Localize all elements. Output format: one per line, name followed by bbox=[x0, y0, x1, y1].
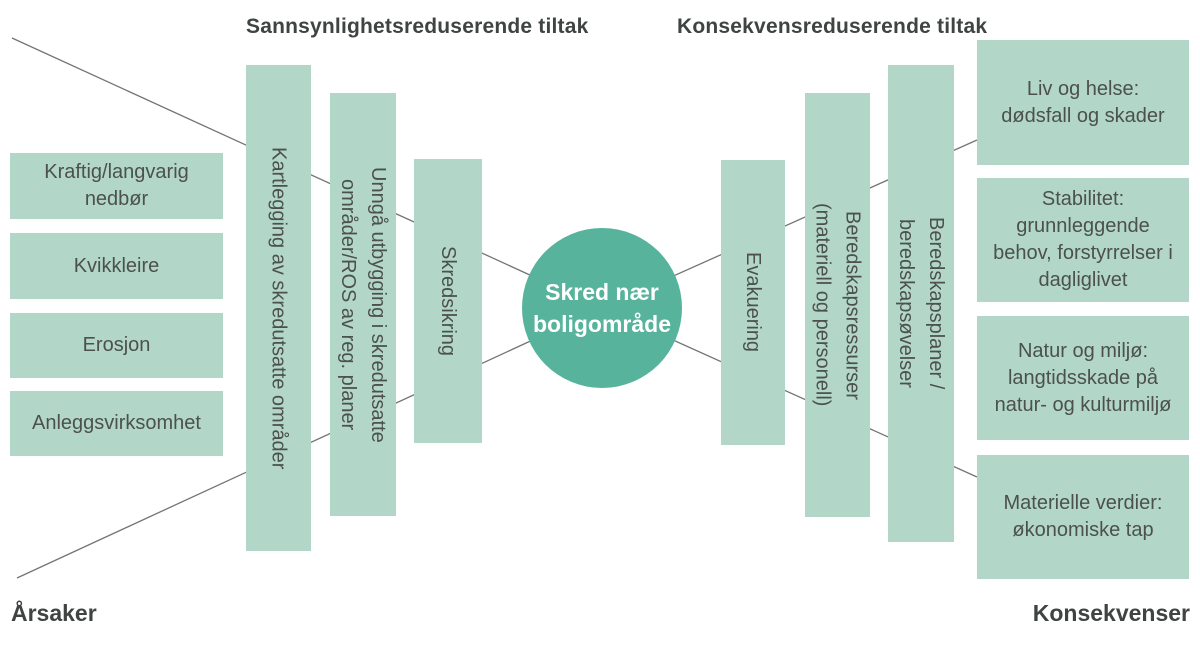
consequence-measures-header: Konsekvensreduserende tiltak bbox=[677, 15, 988, 38]
cause-label-line: nedbør bbox=[84, 188, 149, 210]
vertical-label: Unngå utbygging i skredutsatte områder/R… bbox=[333, 167, 393, 443]
probability-measure-bar-landslide-protection: Skredsikring bbox=[414, 159, 482, 443]
measure-label-line: Evakuering bbox=[742, 252, 764, 353]
consequence-label-line: dødsfall og skader bbox=[1001, 104, 1165, 127]
consequence-label-line: langtidsskade på bbox=[1007, 366, 1159, 389]
measure-label-line: beredskapsøvelser bbox=[895, 219, 917, 388]
consequence-label-line: økonomiske tap bbox=[1012, 519, 1154, 541]
cause-label-line: Anleggsvirksomhet bbox=[32, 412, 201, 434]
cause-box-heavy-rain: Kraftig/langvarig nedbør bbox=[10, 153, 223, 219]
measure-label-line: Beredskapsplaner / bbox=[925, 217, 947, 390]
vertical-label: Kartlegging av skredutsatte områder bbox=[264, 147, 294, 469]
consequence-label-line: behov, forstyrrelser i bbox=[993, 242, 1173, 264]
consequence-label-line: Materielle verdier: bbox=[1003, 492, 1163, 514]
consequence-measure-bar-emergency-resources: Beredskapsressurser (materiell og person… bbox=[805, 93, 870, 517]
cause-box-quick-clay: Kvikkleire bbox=[10, 233, 223, 299]
consequence-label-line: Stabilitet: bbox=[1041, 188, 1125, 210]
consequence-label-line: grunnleggende bbox=[1016, 215, 1150, 237]
measure-label-line: Unngå utbygging i skredutsatte bbox=[367, 166, 389, 443]
probability-measure-bar-mapping: Kartlegging av skredutsatte områder bbox=[246, 65, 311, 551]
cause-label-line: Kraftig/langvarig bbox=[44, 161, 189, 183]
consequence-label-line: Natur og miljø: bbox=[1017, 339, 1149, 362]
consequence-box-life-health: Liv og helse: dødsfall og skader bbox=[977, 40, 1189, 165]
vertical-label: Beredskapsressurser (materiell og person… bbox=[808, 203, 868, 406]
central-event-circle: Skred nær boligområde bbox=[522, 228, 682, 388]
consequence-measure-bar-emergency-plans: Beredskapsplaner / beredskapsøvelser bbox=[888, 65, 954, 542]
vertical-label: Beredskapsplaner / beredskapsøvelser bbox=[891, 217, 951, 389]
cause-box-construction: Anleggsvirksomhet bbox=[10, 391, 223, 456]
measure-label-line: (materiell og personell) bbox=[811, 203, 834, 407]
vertical-label: Evakuering bbox=[738, 252, 768, 352]
measure-label-line: Kartlegging av skredutsatte områder bbox=[267, 146, 290, 470]
consequence-label-line: natur- og kulturmiljø bbox=[994, 393, 1172, 416]
consequence-label-line: Liv og helse: bbox=[1026, 77, 1140, 100]
measure-label-line: Beredskapsressurser bbox=[841, 210, 864, 400]
cause-label-line: Erosjon bbox=[82, 334, 151, 356]
central-event-label-line: boligområde bbox=[532, 311, 671, 337]
cause-box-erosion: Erosjon bbox=[10, 313, 223, 378]
causes-label: Årsaker bbox=[11, 600, 97, 626]
consequence-box-stability: Stabilitet: grunnleggende behov, forstyr… bbox=[977, 178, 1189, 302]
consequence-label-line: dagliglivet bbox=[1038, 269, 1128, 291]
consequence-box-nature-environment: Natur og miljø: langtidsskade på natur- … bbox=[977, 316, 1189, 440]
central-event-label-line: Skred nær bbox=[545, 279, 659, 305]
probability-measure-bar-avoid-development: Unngå utbygging i skredutsatte områder/R… bbox=[330, 93, 396, 516]
measure-label-line: områder/ROS av reg. planer bbox=[337, 178, 359, 431]
consequence-measure-bar-evacuation: Evakuering bbox=[721, 160, 785, 445]
vertical-label: Skredsikring bbox=[433, 246, 463, 356]
measure-label-line: Skredsikring bbox=[437, 245, 459, 357]
cause-label-line: Kvikkleire bbox=[73, 254, 160, 277]
consequence-box-material-values: Materielle verdier: økonomiske tap bbox=[977, 455, 1189, 579]
consequences-label: Konsekvenser bbox=[1032, 600, 1190, 626]
probability-measures-header: Sannsynlighetsreduserende tiltak bbox=[246, 15, 589, 38]
